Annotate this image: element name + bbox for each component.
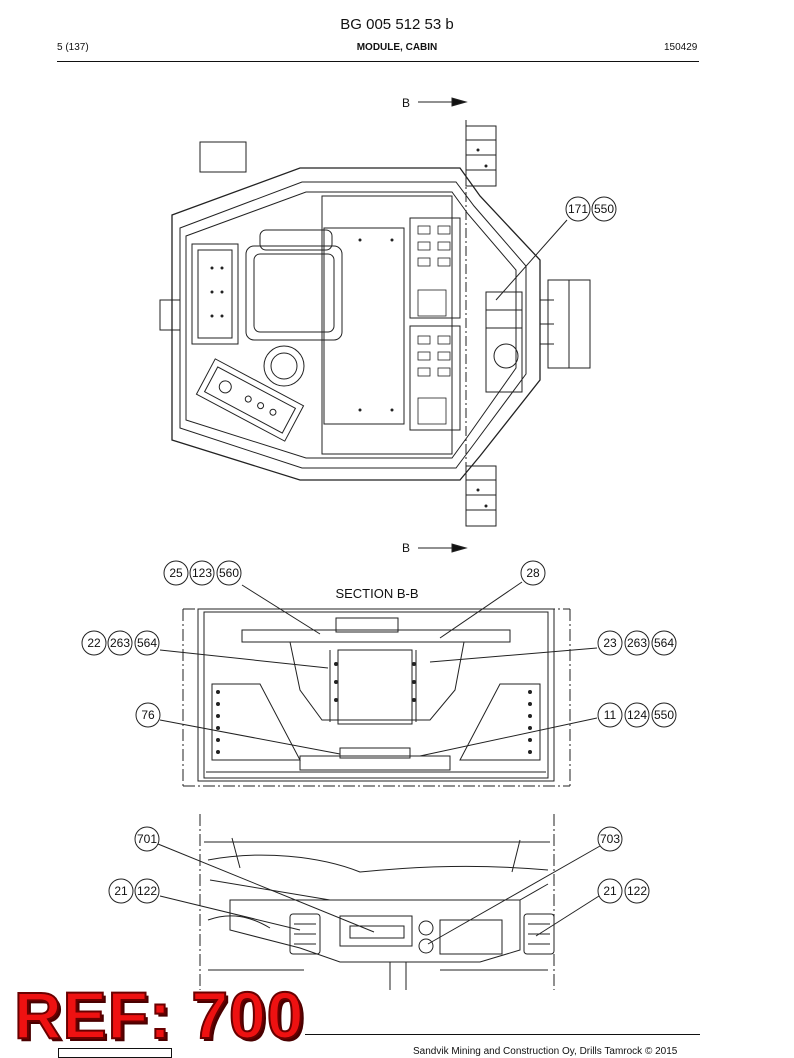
callout-25: 25 (169, 566, 183, 580)
callout-28: 28 (526, 566, 540, 580)
dashboard-view (157, 814, 601, 990)
callout-22: 22 (87, 636, 101, 650)
callout-171: 171 (568, 202, 588, 216)
cabin-top-view: B B (159, 96, 591, 555)
callout-564-right: 564 (654, 636, 674, 650)
date-code: 150429 (664, 42, 698, 53)
callout-124: 124 (627, 708, 647, 722)
callout-76: 76 (141, 708, 155, 722)
callout-564-left: 564 (137, 636, 157, 650)
callout-263-right: 263 (627, 636, 647, 650)
callout-263-left: 263 (110, 636, 130, 650)
section-bb-view (159, 581, 598, 787)
page-title: MODULE, CABIN (356, 42, 438, 53)
document-number: BG 005 512 53 b (340, 16, 454, 33)
callout-21-right: 21 (603, 884, 617, 898)
footer-copyright: Sandvik Mining and Construction Oy, Dril… (413, 1046, 678, 1057)
ref-stamp: REF: 700 (13, 978, 305, 1052)
section-marker-bottom: B (402, 541, 410, 555)
callout-122-left: 122 (137, 884, 157, 898)
callout-701: 701 (137, 832, 157, 846)
callouts-section (81, 560, 677, 728)
callout-550: 550 (594, 202, 614, 216)
callout-23: 23 (603, 636, 617, 650)
callout-group-top (565, 196, 617, 222)
callout-560: 560 (219, 566, 239, 580)
callout-550-section: 550 (654, 708, 674, 722)
callout-11: 11 (604, 708, 617, 722)
brand-logo-icon (58, 1048, 172, 1058)
section-title: SECTION B-B (335, 586, 418, 601)
callout-703: 703 (600, 832, 620, 846)
callout-123: 123 (192, 566, 212, 580)
callout-122-right: 122 (627, 884, 647, 898)
footer-rule (305, 1034, 700, 1035)
header-rule (57, 61, 699, 62)
callout-21-left: 21 (114, 884, 128, 898)
callouts-bottom (108, 826, 650, 904)
page-number: 5 (137) (57, 42, 89, 53)
section-marker-top: B (402, 96, 410, 110)
